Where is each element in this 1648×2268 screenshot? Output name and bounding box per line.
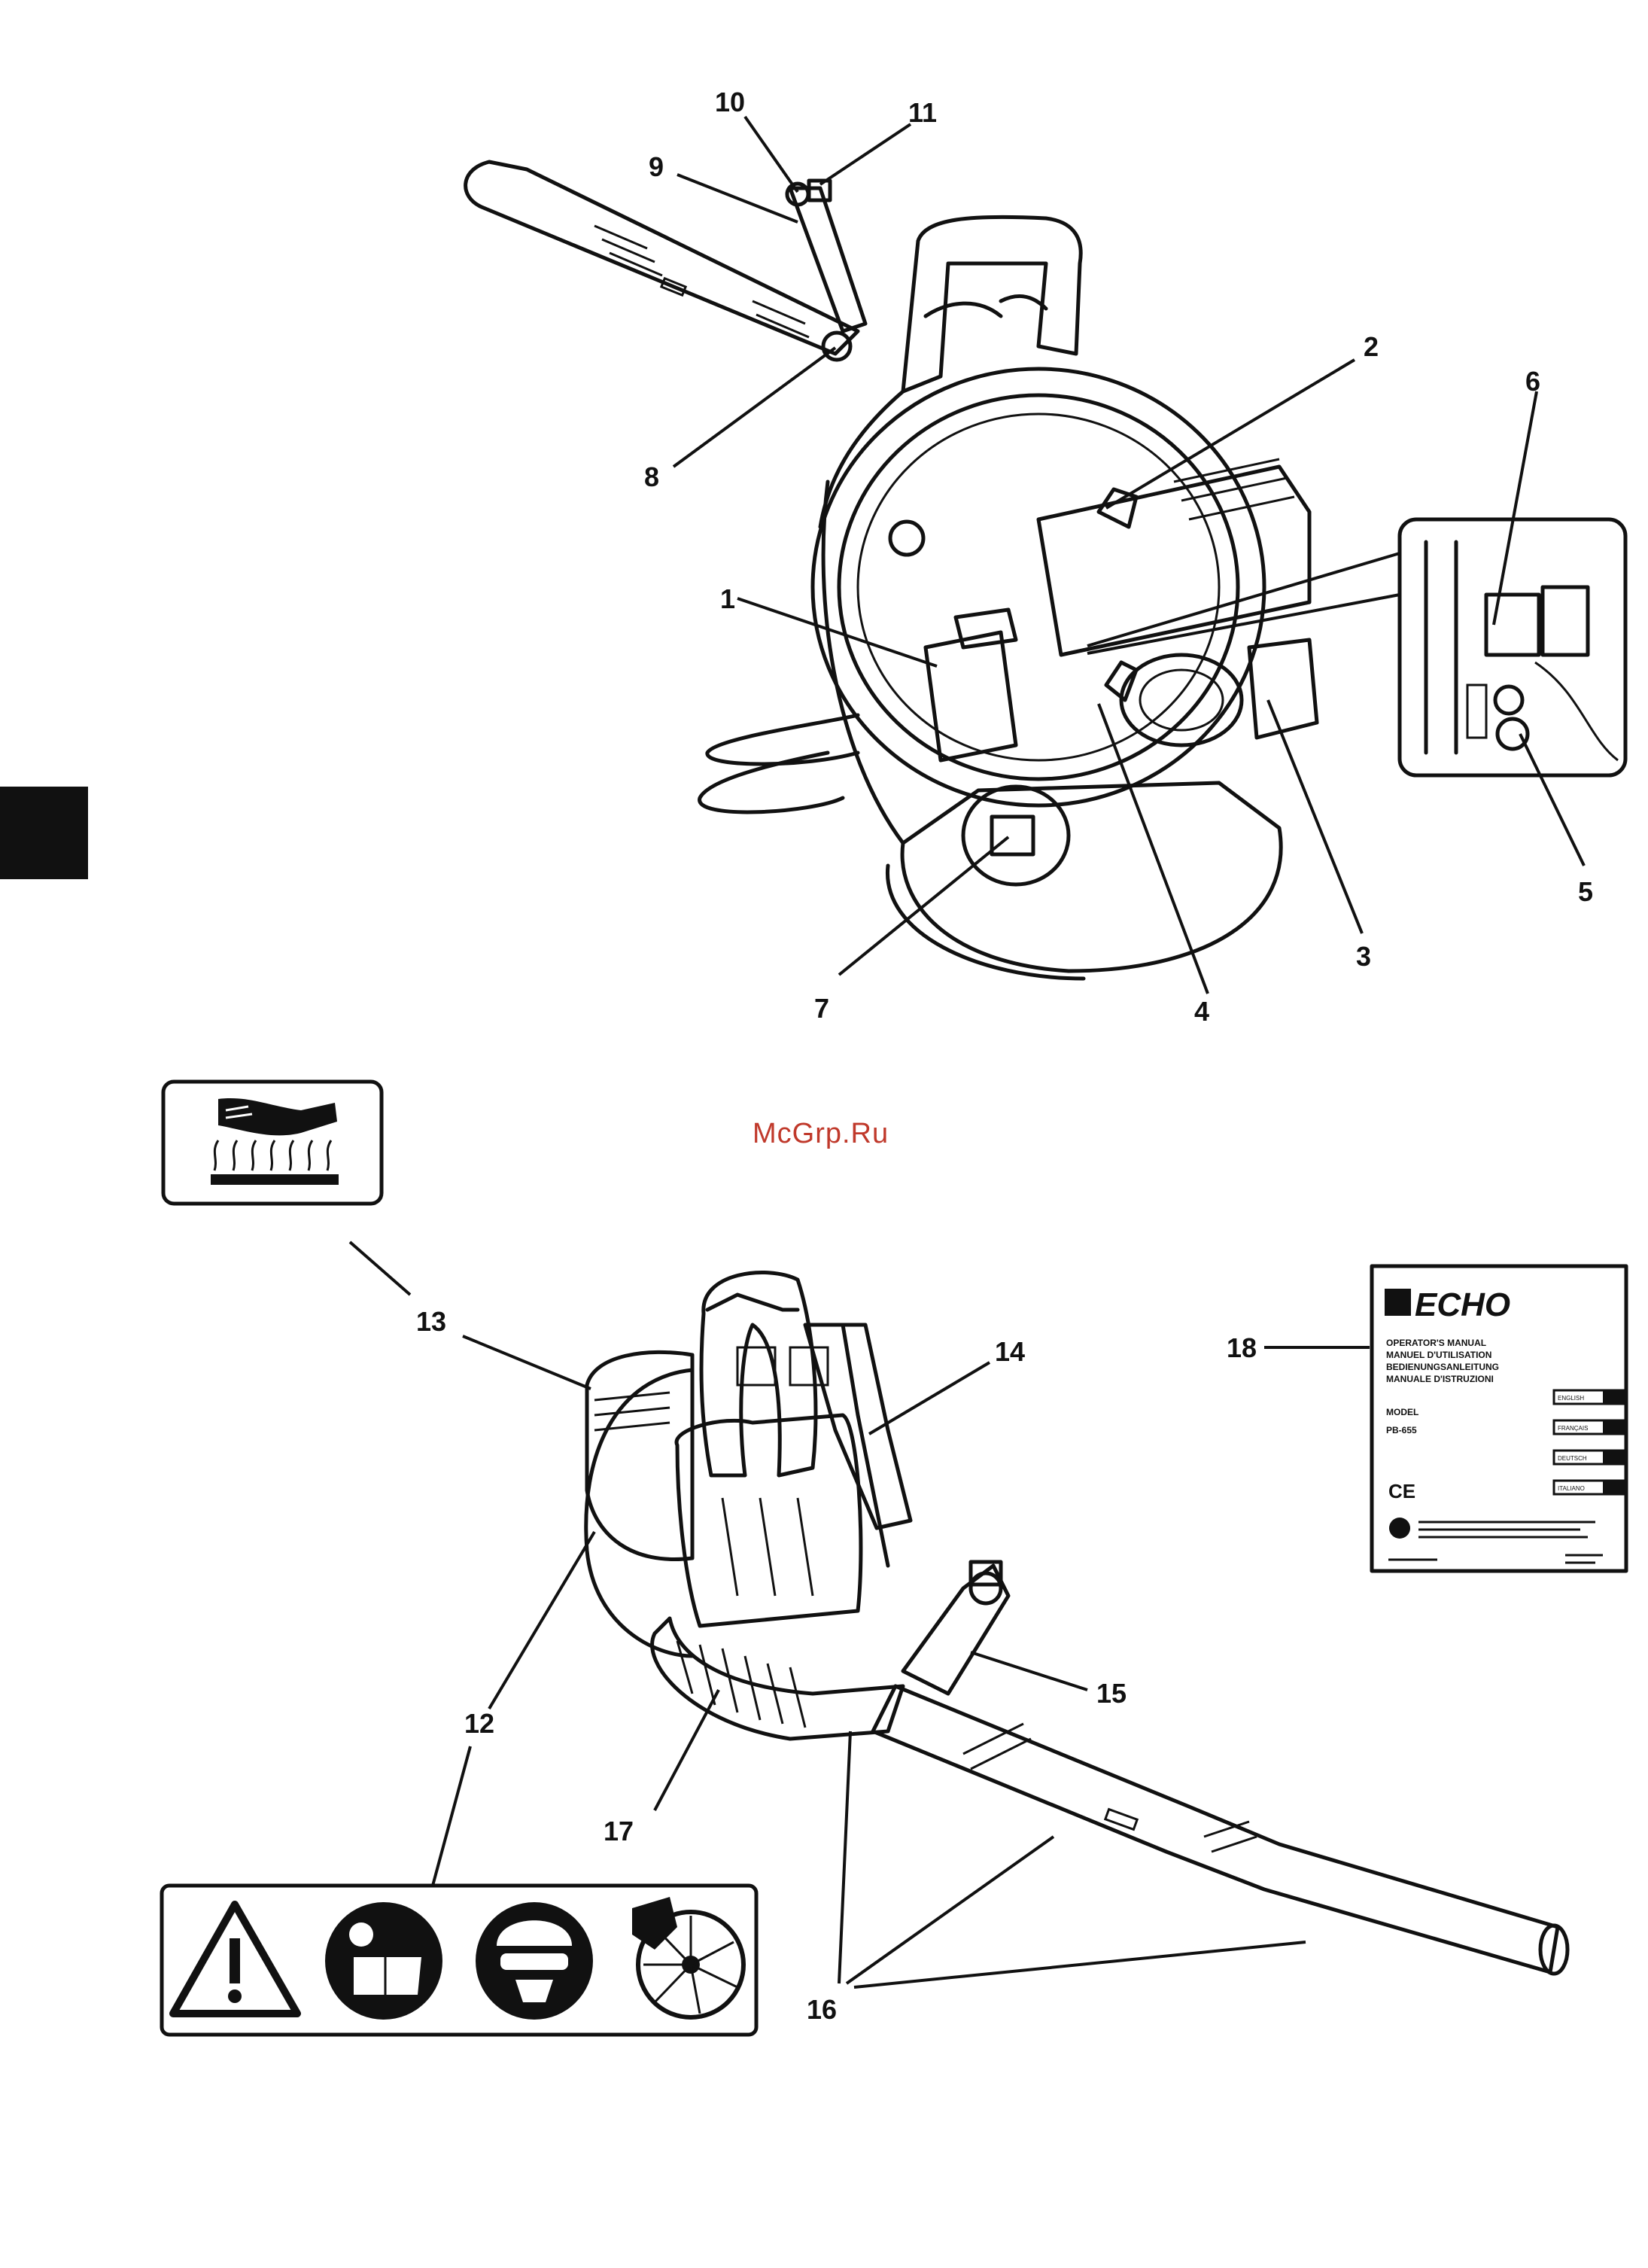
- callout-15: 15: [1096, 1678, 1127, 1709]
- read-manual-icon: [325, 1902, 442, 2020]
- callout-2: 2: [1364, 331, 1379, 362]
- section-tab: [0, 787, 88, 879]
- safety-label: [162, 1886, 756, 2035]
- callout-14: 14: [995, 1336, 1025, 1367]
- hot-surface-warning-icon: [163, 1082, 382, 1204]
- blower-rear-view: [466, 162, 1317, 979]
- manual-lang-3: DEUTSCH: [1558, 1455, 1587, 1462]
- manual-title-3: BEDIENUNGSANLEITUNG: [1386, 1362, 1499, 1372]
- manual-model-value: PB-655: [1386, 1425, 1417, 1435]
- manual-title-1: OPERATOR'S MANUAL: [1386, 1338, 1486, 1348]
- callout-1: 1: [720, 583, 735, 614]
- callout-12: 12: [464, 1708, 494, 1739]
- callout-13: 13: [416, 1306, 446, 1337]
- manual-brand: ECHO: [1415, 1286, 1510, 1323]
- callout-7: 7: [814, 993, 829, 1024]
- callout-3: 3: [1356, 941, 1371, 972]
- leader-lines: [350, 117, 1584, 1987]
- callout-5: 5: [1578, 876, 1593, 907]
- manual-title-4: MANUALE D'ISTRUZIONI: [1386, 1374, 1494, 1384]
- manual-model-label: MODEL: [1386, 1407, 1418, 1417]
- callout-17: 17: [604, 1816, 634, 1846]
- manual-lang-4: ITALIANO: [1558, 1485, 1585, 1492]
- callout-10: 10: [715, 87, 745, 117]
- callout-16: 16: [807, 1994, 837, 2025]
- manual-cover: ECHO OPERATOR'S MANUAL MANUEL D'UTILISAT…: [1372, 1266, 1626, 1571]
- watermark: McGrp.Ru: [753, 1118, 889, 1149]
- callout-9: 9: [649, 151, 664, 182]
- protective-gear-icon: [476, 1902, 593, 2020]
- callout-18: 18: [1227, 1332, 1257, 1363]
- warning-triangle-icon: [173, 1904, 297, 2014]
- callout-8: 8: [644, 461, 659, 492]
- callout-11: 11: [908, 97, 937, 128]
- callout-4: 4: [1194, 996, 1209, 1027]
- manual-ce-mark: CE: [1388, 1480, 1415, 1502]
- manual-lang-1: ENGLISH: [1558, 1395, 1584, 1402]
- carburetor-inset: [1087, 519, 1625, 775]
- callout-6: 6: [1525, 366, 1540, 397]
- manual-read-icon: [1389, 1518, 1410, 1539]
- manual-lang-2: FRANÇAIS: [1558, 1425, 1588, 1432]
- manual-title-2: MANUEL D'UTILISATION: [1386, 1350, 1491, 1360]
- rotating-fan-hazard-icon: [632, 1897, 743, 2017]
